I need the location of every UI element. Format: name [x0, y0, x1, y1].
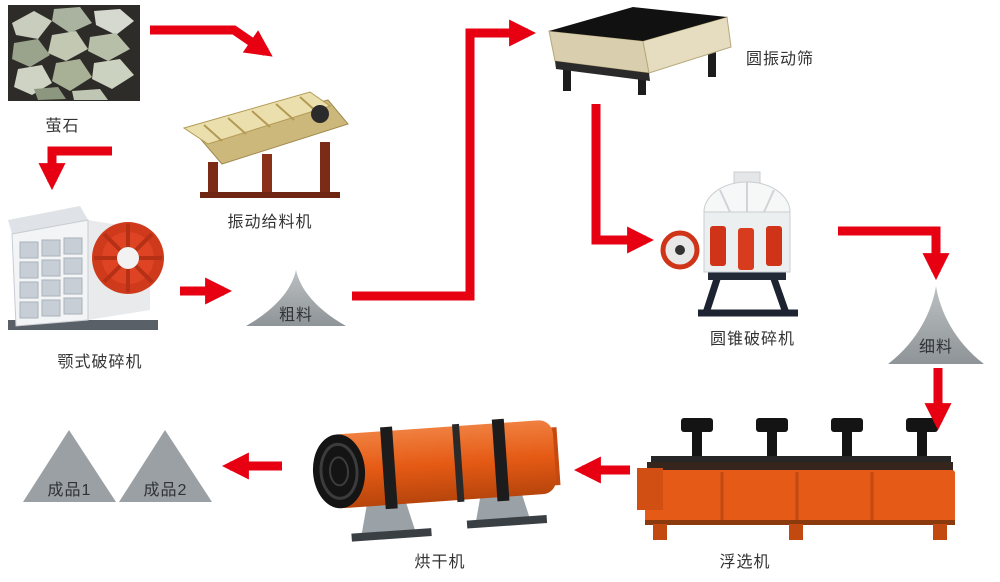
flotation-machine-illustration	[637, 418, 955, 540]
arrow-screen-to-cone-crusher	[591, 104, 655, 254]
label-feeder: 振动给料机	[227, 214, 313, 231]
label-flotation: 浮选机	[719, 554, 771, 571]
label-product2: 成品2	[143, 482, 188, 499]
coarse-material-pile: 粗料	[244, 267, 348, 329]
label-fluorite: 萤石	[45, 118, 80, 135]
fine-material-pile: 细料	[886, 283, 986, 367]
label-product1: 成品1	[47, 482, 92, 499]
dryer-illustration	[312, 418, 561, 542]
coarse-pile-shape	[246, 270, 346, 326]
label-fine-material: 细料	[918, 339, 953, 356]
vibrating-feeder-image	[170, 84, 365, 204]
product1-pile: 成品1	[22, 428, 117, 503]
label-coarse-material: 粗料	[278, 307, 313, 324]
arrow-cone-crusher-to-fine	[838, 226, 950, 281]
arrow-to-jaw-crusher	[38, 146, 112, 191]
product2-triangle	[119, 430, 212, 502]
fluorite-ore-photo	[8, 5, 140, 101]
jaw-crusher-illustration	[8, 206, 164, 330]
cone-crusher-image	[658, 168, 833, 318]
product2-pile: 成品2	[118, 428, 213, 503]
label-jaw-crusher: 颚式破碎机	[57, 354, 143, 371]
vibrating-screen-image	[543, 3, 733, 98]
label-screen: 圆振动筛	[745, 51, 814, 68]
flotation-machine-image	[637, 412, 962, 542]
vibrating-screen-illustration	[548, 7, 732, 95]
dryer-image	[295, 398, 565, 543]
fluorite-ore-image	[8, 5, 140, 101]
fine-pile-shape	[888, 286, 984, 364]
arrow-ore-to-feeder	[150, 25, 273, 57]
label-cone-crusher: 圆锥破碎机	[709, 331, 795, 348]
label-dryer: 烘干机	[414, 554, 466, 571]
arrow-coarse-to-screen	[352, 19, 537, 301]
product1-triangle	[23, 430, 116, 502]
cone-crusher-illustration	[660, 171, 798, 317]
jaw-crusher-image	[0, 192, 178, 344]
vibrating-feeder-illustration	[182, 91, 349, 198]
